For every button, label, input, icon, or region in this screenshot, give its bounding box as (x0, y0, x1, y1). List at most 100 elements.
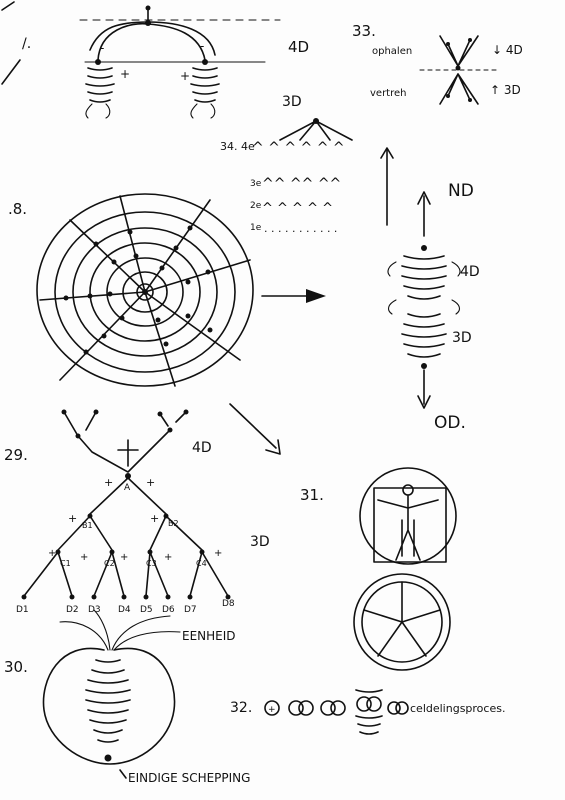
mid-3d-label: 3D (452, 330, 472, 346)
node-d-dot (69, 594, 75, 600)
vitruvian-circle (359, 467, 457, 565)
tree-leaf-dot (61, 409, 67, 415)
arc-dot (145, 20, 151, 26)
tree-leaf-dot (93, 409, 99, 415)
node-d-dot (91, 594, 97, 600)
node-d-dot (121, 594, 127, 600)
web-ring-3 (72, 227, 218, 357)
web-node (173, 245, 179, 251)
row1-dots: . . . . . . . . . . . (264, 222, 337, 235)
fig34-3d-label: 3D (282, 94, 302, 110)
cell-5b (395, 701, 409, 715)
corner-stroke-lower (1, 59, 21, 85)
vertreh-label: vertreh (370, 88, 406, 99)
arc-top-dot (145, 5, 151, 11)
tree-4d-label: 4D (192, 440, 212, 456)
fig33-upper-branches (439, 35, 479, 67)
web-node (111, 259, 117, 265)
web-node (107, 291, 113, 297)
figure-33: 33. ophalen vertreh ↓ 4D ↑ 3D (352, 22, 523, 105)
plus-sign: + (180, 69, 190, 83)
row4-label: 34. 4e (220, 140, 255, 153)
tree-leaf-dot (157, 411, 163, 417)
d-label: D8 (222, 599, 235, 609)
tree-leaf-dot (167, 427, 173, 433)
row4-carets: ^ ^ ^ ^ ^ ^ (252, 140, 345, 156)
web-node (87, 293, 93, 299)
tree-leaf-dot (75, 433, 81, 439)
web-node (101, 333, 107, 339)
fig8-diag-arrow-head (265, 439, 281, 455)
web-ring-5 (106, 257, 184, 327)
right-spiral-dot (202, 59, 208, 65)
minus-sign: - (200, 39, 204, 53)
spiral-bottom-dot (421, 363, 427, 369)
mid-4d-label: 4D (460, 264, 480, 280)
row2-carets: ^ ^ ^ ^ ^ (262, 201, 333, 216)
lower-spiral (401, 313, 447, 358)
c4-label: C4 (196, 559, 207, 568)
nd-arrow-head (417, 191, 431, 205)
c3-label: C3 (146, 559, 157, 568)
plus-sign: + (104, 476, 113, 489)
cell-2b (298, 700, 314, 716)
left-spiral (85, 67, 115, 103)
tree-c-branches (23, 551, 229, 597)
web-node (185, 313, 191, 319)
node-d-dot (143, 594, 149, 600)
web-node (205, 269, 211, 275)
left-spiral-dot (95, 59, 101, 65)
web-node (133, 253, 139, 259)
tree-leaf-dot (183, 409, 189, 415)
figure-top-spirals: /. + + - - 4D (1, 1, 309, 119)
upper-spiral (401, 255, 447, 300)
plus-sign: + (146, 476, 155, 489)
figure-34: 3D 34. 4e ^ ^ ^ ^ ^ ^ 3e ^^ ^^ ^^ 2e ^ ^… (220, 94, 394, 235)
fig33-center-dot (455, 65, 461, 71)
d-label: D1 (16, 605, 29, 615)
tree-a-branches (89, 477, 167, 515)
fig33-number: 33. (352, 22, 376, 40)
left-spiral-roots (85, 103, 111, 119)
fig8-right-arrow-head (306, 289, 326, 303)
fig33-3d-label: ↑ 3D (490, 83, 521, 97)
plus-sign: + (48, 548, 56, 559)
row3-label: 3e (250, 179, 262, 189)
figure-30: 30. EENHEID EINDIGE SCHEPPING (4, 609, 250, 785)
web-node (127, 229, 133, 235)
fig33-lower-branches (439, 73, 479, 105)
c2-label: C2 (104, 559, 115, 568)
fig34-up-arrow-head (380, 147, 394, 159)
spiral-top-dot (421, 245, 427, 251)
vitruvian-head (402, 484, 414, 496)
fig33-4d-label: ↓ 4D (492, 43, 523, 57)
plus-sign: + (150, 512, 159, 525)
right-spiral (190, 67, 220, 103)
web-ring-4 (89, 242, 201, 342)
d-label: D6 (162, 605, 175, 615)
fig33-dot (446, 42, 450, 46)
apple-spiral (85, 659, 131, 743)
cell-spiral (355, 689, 383, 735)
tree-3d-label: 3D (250, 534, 270, 550)
d-label: D2 (66, 605, 79, 615)
node-d-dot (165, 594, 171, 600)
figure-8-web: .8. (8, 193, 326, 455)
web-spokes (39, 195, 251, 387)
vitruvian-square (373, 487, 447, 563)
web-node (207, 327, 213, 333)
top-4d-label: 4D (288, 38, 309, 56)
c1-label: C1 (60, 559, 71, 568)
cell-4a (356, 696, 372, 712)
wheel-outer (353, 573, 451, 671)
plus-sign: + (120, 67, 130, 81)
fig30-number: 30. (4, 658, 28, 676)
plus-sign: + (120, 552, 128, 563)
fig33-dot (468, 38, 472, 42)
od-arrow-head (417, 395, 431, 409)
web-node (155, 317, 161, 323)
minus-sign: - (100, 41, 104, 55)
cell-plus: + (268, 705, 276, 715)
d-label: D5 (140, 605, 153, 615)
